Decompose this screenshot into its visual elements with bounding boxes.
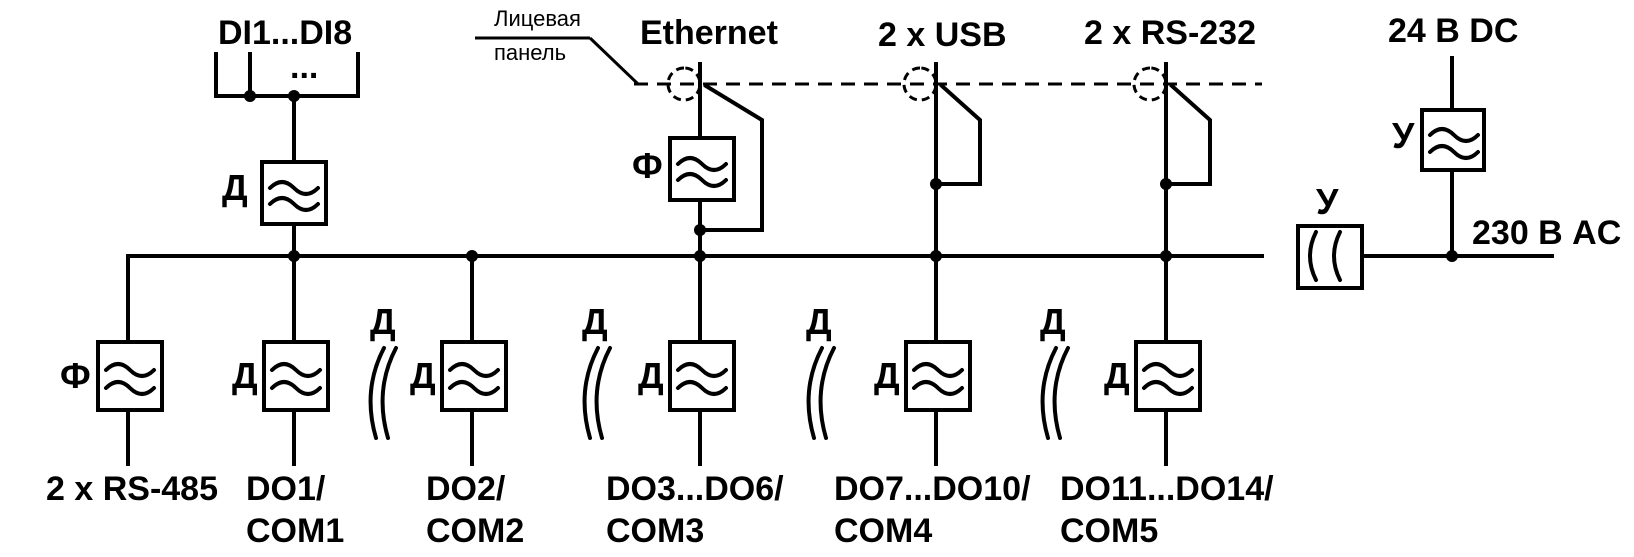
do3-isolator-box: [668, 340, 736, 412]
usb-connector-icon: [902, 66, 938, 102]
symbol-f-ethernet: Ф: [632, 145, 663, 186]
ac-isolator-box: [1296, 224, 1364, 290]
label-rs232: 2 x RS-232: [1084, 14, 1256, 52]
rs232-return-line: [1164, 83, 1212, 186]
rs232-connector-icon: [1132, 66, 1168, 102]
label-dc24: 24 В DC: [1388, 12, 1518, 50]
symbol-d-iso-1: Д: [370, 301, 396, 342]
symbol-d-iso-2: Д: [582, 301, 608, 342]
label-do3: DO3...DO6/: [606, 470, 784, 508]
symbol-d-do2: Д: [410, 355, 436, 396]
symbol-d-di: Д: [222, 167, 248, 208]
ethernet-filter-box: [668, 136, 736, 202]
symbol-u-ac: У: [1316, 181, 1339, 222]
do11-isolator-tilde-icon: [1142, 362, 1194, 396]
do11-isolator-box: [1134, 340, 1202, 412]
ac-isolator-tilde-icon: [1308, 230, 1342, 282]
symbol-d-iso-4: Д: [1040, 301, 1066, 342]
label-ac230: 230 В AC: [1472, 214, 1621, 252]
label-di: DI1...DI8: [218, 14, 352, 52]
do1-isolator-tilde-icon: [270, 362, 322, 396]
label-com3: COM3: [606, 512, 704, 550]
do2-isolator-tilde-icon: [448, 362, 500, 396]
label-do7: DO7...DO10/: [834, 470, 1031, 508]
front-panel-leader-diag: [588, 36, 640, 86]
label-com1: COM1: [246, 512, 344, 550]
label-rs485: 2 x RS-485: [46, 470, 218, 508]
symbol-d-do7: Д: [874, 355, 900, 396]
do1-isolator-box: [262, 340, 330, 412]
dc-isolator-tilde-icon: [1428, 127, 1480, 160]
di-isolator-tilde-icon: [268, 180, 320, 212]
label-com4: COM4: [834, 512, 932, 550]
rs485-filter-tilde-icon: [104, 362, 156, 396]
symbol-f-rs485: Ф: [60, 355, 91, 396]
label-do1: DO1/: [246, 470, 326, 508]
label-do11: DO11...DO14/: [1060, 470, 1274, 508]
isolation-mark-3-icon: [806, 346, 836, 440]
ethernet-junction-1: [694, 224, 706, 236]
usb-junction-1: [930, 178, 942, 190]
di-isolator-box: [260, 160, 328, 226]
do7-isolator-tilde-icon: [912, 362, 964, 396]
label-ethernet: Ethernet: [640, 14, 778, 52]
do2-isolator-box: [440, 340, 508, 412]
symbol-d-do11: Д: [1104, 355, 1130, 396]
di-junction-1: [244, 90, 256, 102]
isolation-mark-4-icon: [1040, 346, 1070, 440]
usb-return-line: [934, 83, 982, 186]
do3-isolator-tilde-icon: [676, 362, 728, 396]
dc-junction: [1446, 250, 1458, 262]
symbol-d-do1: Д: [232, 355, 258, 396]
ethernet-return-line: [698, 83, 764, 232]
rs232-junction-1: [1160, 178, 1172, 190]
symbol-u-dc: У: [1392, 115, 1415, 156]
label-front-panel-1: Лицевая: [494, 6, 581, 31]
label-com2: COM2: [426, 512, 524, 550]
symbol-d-do3: Д: [638, 355, 664, 396]
symbol-d-iso-3: Д: [806, 301, 832, 342]
label-usb: 2 x USB: [878, 16, 1007, 54]
label-do2: DO2/: [426, 470, 506, 508]
label-front-panel-2: панель: [494, 40, 566, 65]
label-di-dots: ...: [290, 48, 318, 86]
rs485-filter-box: [96, 340, 164, 412]
label-com5: COM5: [1060, 512, 1158, 550]
isolation-mark-2-icon: [582, 346, 612, 440]
do7-isolator-box: [904, 340, 972, 412]
isolation-mark-1-icon: [368, 346, 398, 440]
ethernet-connector-icon: [666, 66, 702, 102]
ethernet-filter-tilde-icon: [676, 156, 728, 188]
